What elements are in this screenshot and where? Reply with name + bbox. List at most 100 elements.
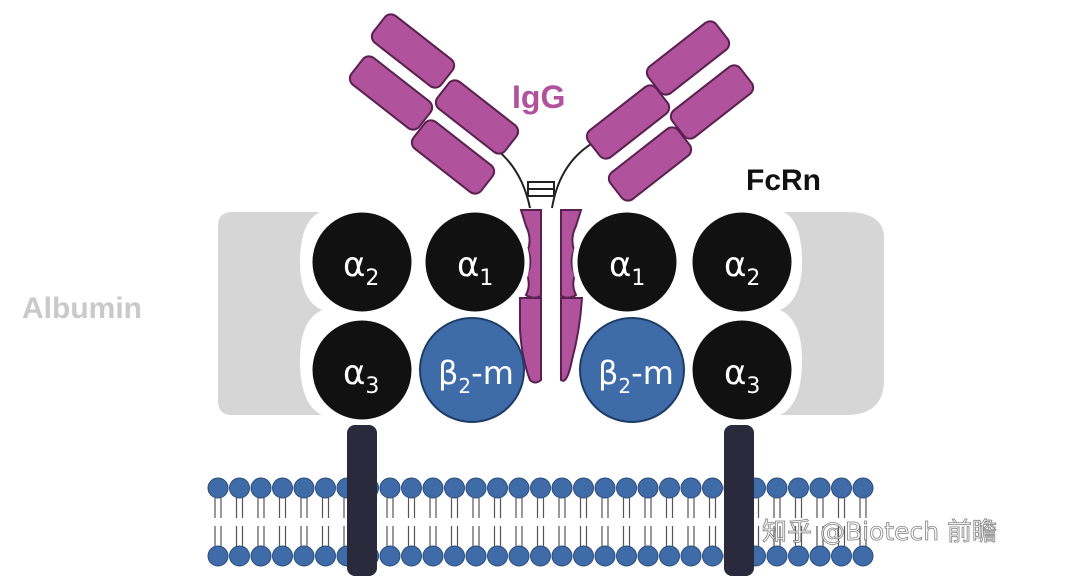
- lipid-head: [401, 545, 422, 567]
- lipid-tail: [794, 498, 803, 518]
- lipid-tail: [558, 526, 566, 546]
- lipid-tail: [493, 526, 502, 546]
- lipid-head: [766, 545, 788, 567]
- watermark-text: 知乎 @Biotech 前瞻: [762, 517, 997, 546]
- alpha2-domain-left: [307, 207, 417, 317]
- lipid-head: [508, 545, 530, 567]
- lipid-head: [272, 477, 293, 499]
- lipid-tail: [816, 526, 824, 546]
- lipid-tail: [450, 526, 459, 546]
- lipid-head: [422, 545, 444, 567]
- lipid-tail: [837, 526, 846, 546]
- alpha1-domain-right: [572, 207, 682, 317]
- lipid-head: [465, 545, 487, 567]
- lipid-head: [573, 545, 594, 567]
- lipid-tail: [235, 526, 244, 546]
- lipid-tail: [429, 526, 437, 546]
- lipid-head: [852, 477, 874, 499]
- lipid-tail: [558, 498, 566, 518]
- lipid-tail: [450, 498, 459, 518]
- beta2m-domain-left: [419, 317, 525, 423]
- lipid-head: [530, 545, 551, 567]
- lipid-tail: [235, 498, 244, 518]
- alpha1-label-left: α1: [457, 245, 493, 291]
- lipid-tail: [708, 526, 717, 546]
- lipid-head: [379, 477, 401, 499]
- lipid-tail: [321, 526, 330, 546]
- lipid-head: [680, 545, 702, 567]
- igg-label: IgG: [512, 79, 565, 115]
- lipid-tail: [300, 498, 308, 518]
- igg-hinge: [481, 139, 599, 209]
- lipid-tail: [579, 526, 588, 546]
- lipid-head: [229, 477, 250, 499]
- lipid-tail: [278, 526, 287, 546]
- lipid-tail: [214, 498, 222, 518]
- lipid-head: [293, 477, 315, 499]
- lipid-tail: [300, 526, 308, 546]
- lipid-head: [229, 545, 250, 567]
- alpha2-domain-right: [687, 207, 797, 317]
- albumin-left-block: [218, 212, 322, 415]
- lipid-tail: [536, 526, 545, 546]
- lipid-head: [702, 477, 723, 499]
- lipid-head: [659, 477, 680, 499]
- albumin-right-block: [780, 212, 884, 415]
- lipid-tail: [644, 526, 652, 546]
- lipid-head: [444, 477, 465, 499]
- lipid-head: [315, 477, 336, 499]
- lipid-head: [530, 477, 551, 499]
- lipid-tail: [386, 498, 394, 518]
- lipid-tail: [687, 526, 695, 546]
- lipid-tail: [515, 498, 523, 518]
- lipid-tail: [472, 498, 480, 518]
- beta2m-label-right: β2-m: [598, 354, 674, 398]
- alpha1-domain-left: [420, 207, 530, 317]
- lipid-head: [594, 545, 616, 567]
- alpha3-domain-right: [687, 315, 797, 425]
- lipid-tail: [214, 526, 222, 546]
- lipid-tail: [773, 526, 781, 546]
- lipid-tail: [794, 526, 803, 546]
- beta2m-label-left: β2-m: [438, 354, 514, 398]
- lipid-head: [831, 477, 852, 499]
- lipid-tail: [321, 498, 330, 518]
- lipid-tail: [622, 526, 631, 546]
- lipid-head: [766, 477, 788, 499]
- lipid-tail: [708, 498, 717, 518]
- lipid-tail: [386, 526, 394, 546]
- lipid-tail: [665, 526, 674, 546]
- lipid-tail: [622, 498, 631, 518]
- alpha2-label-right: α2: [724, 245, 760, 291]
- lipid-head: [207, 477, 229, 499]
- fcrn-left: α2 α1 α3 β2-m: [307, 207, 530, 425]
- lipid-head: [702, 545, 723, 567]
- lipid-head: [207, 545, 229, 567]
- lipid-head: [272, 545, 293, 567]
- lipid-tail: [644, 498, 652, 518]
- igg-fab-left-arm: [348, 13, 520, 195]
- lipid-head: [831, 545, 852, 567]
- beta2m-domain-right: [579, 317, 685, 423]
- lipid-head: [616, 477, 637, 499]
- lipid-tail: [515, 526, 523, 546]
- lipid-head: [487, 545, 508, 567]
- lipid-tail: [407, 498, 416, 518]
- lipid-tail: [579, 498, 588, 518]
- alpha3-label-left: α3: [343, 353, 379, 399]
- lipid-tail: [859, 526, 867, 546]
- lipid-head: [250, 477, 272, 499]
- lipid-head: [508, 477, 530, 499]
- lipid-head: [551, 545, 573, 567]
- lipid-head: [788, 545, 809, 567]
- lipid-head: [315, 545, 336, 567]
- lipid-head: [422, 477, 444, 499]
- fcrn-right-transmembrane-tail: [724, 425, 754, 576]
- lipid-tail: [493, 498, 502, 518]
- lipid-tail: [837, 498, 846, 518]
- lipid-head: [379, 545, 401, 567]
- igg-fc-region: [519, 209, 584, 384]
- lipid-head: [616, 545, 637, 567]
